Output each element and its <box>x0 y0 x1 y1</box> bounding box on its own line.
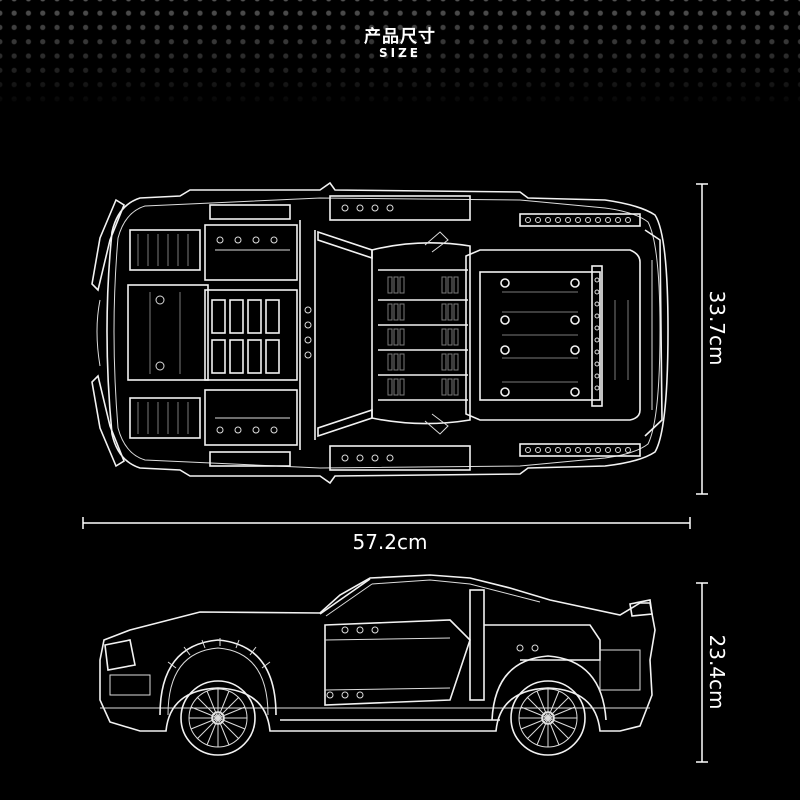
car-side-view <box>99 574 656 756</box>
length-dimension-label: 57.2cm <box>352 530 428 554</box>
dimension-line-width <box>696 183 708 495</box>
width-dimension-label: 33.7cm <box>705 290 729 366</box>
rear-wheel <box>510 680 586 756</box>
page-title-en: SIZE <box>378 46 421 60</box>
front-wheel <box>180 680 256 756</box>
dot-grid-background <box>0 0 800 110</box>
car-top-view <box>91 181 669 485</box>
dimension-line-height <box>696 582 708 763</box>
dimension-line-length <box>82 517 691 529</box>
height-dimension-label: 23.4cm <box>705 634 729 710</box>
page-title-cn: 产品尺寸 <box>364 27 436 47</box>
